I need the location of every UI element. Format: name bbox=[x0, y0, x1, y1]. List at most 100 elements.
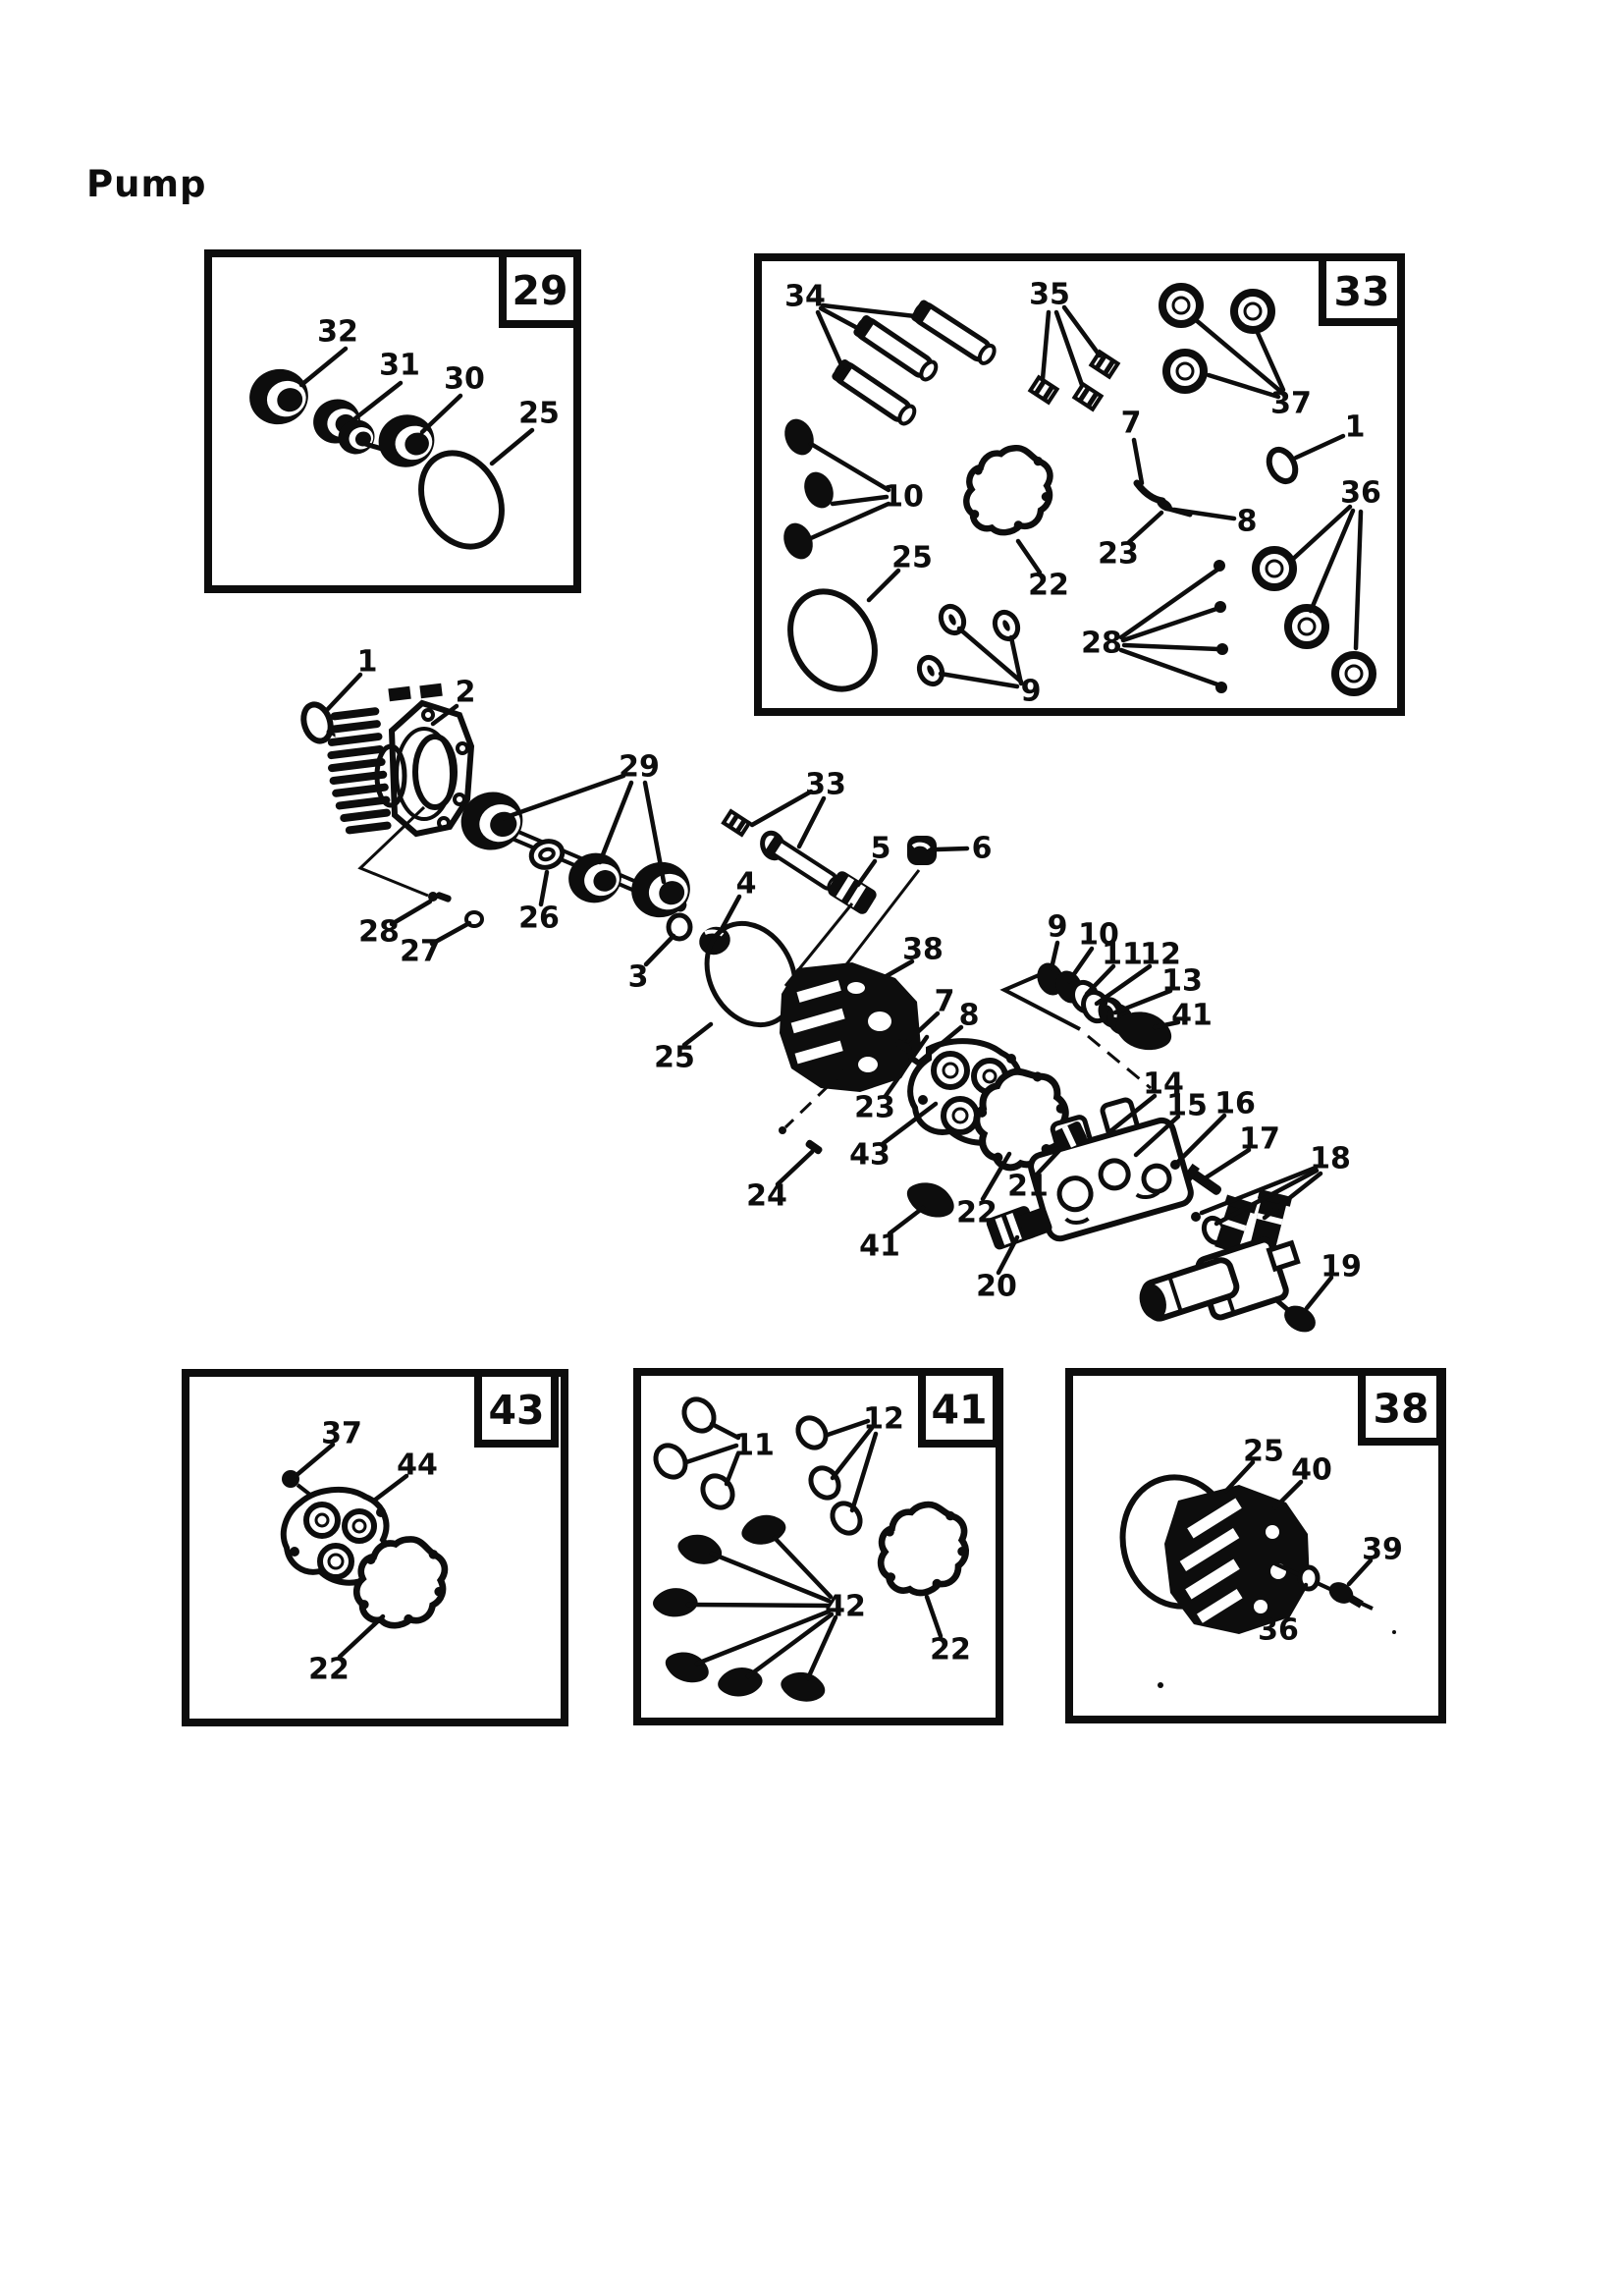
leader-line bbox=[1040, 309, 1052, 382]
leader-line bbox=[1112, 988, 1173, 1015]
leader-line bbox=[775, 1149, 815, 1187]
leader-line bbox=[419, 393, 463, 435]
plug-19-stem bbox=[1272, 1296, 1290, 1312]
axis-line-6 bbox=[838, 869, 921, 973]
valve-assembly-44 bbox=[280, 1486, 391, 1586]
leader-line bbox=[1120, 606, 1219, 643]
leader-line bbox=[489, 427, 535, 466]
leader-line bbox=[772, 1535, 834, 1600]
part-number-callout: 13 bbox=[1161, 964, 1203, 999]
leader-line bbox=[825, 1418, 871, 1438]
plunger-disc-10a bbox=[784, 418, 814, 456]
leader-line bbox=[1272, 1479, 1304, 1510]
leader-line bbox=[1214, 1168, 1320, 1227]
leader-line bbox=[642, 780, 667, 885]
leader-line bbox=[881, 1101, 939, 1146]
leader-line bbox=[1118, 647, 1220, 687]
leader-line bbox=[905, 1011, 941, 1044]
leader-line bbox=[293, 1442, 336, 1479]
plunger-disc-10b bbox=[804, 471, 834, 509]
leader-line bbox=[924, 1594, 944, 1639]
leader-line bbox=[643, 933, 676, 967]
o-ring-25-box29 bbox=[418, 450, 505, 550]
relief-valve-19-assembly bbox=[1139, 1188, 1316, 1333]
leader-line bbox=[918, 1024, 964, 1064]
leader-line bbox=[996, 1234, 1020, 1276]
leader-line bbox=[808, 441, 891, 493]
leader-line bbox=[1353, 509, 1364, 651]
leader-line bbox=[934, 846, 970, 852]
leader-line bbox=[805, 1614, 838, 1681]
part-number-callout: 27 bbox=[400, 935, 441, 969]
leader-line bbox=[866, 568, 901, 603]
leader-line bbox=[1346, 1558, 1374, 1587]
leader-line bbox=[1199, 1165, 1319, 1216]
leader-line bbox=[1008, 634, 1024, 686]
leader-line bbox=[1288, 504, 1353, 564]
leader-line bbox=[324, 672, 363, 713]
leader-line bbox=[1192, 316, 1284, 395]
leader-line bbox=[1262, 1171, 1323, 1221]
part-number-callout: 42 bbox=[825, 1590, 866, 1624]
part-number-callout: 22 bbox=[308, 1653, 350, 1687]
ball-24 bbox=[779, 1126, 786, 1134]
part-number-callout: 11 bbox=[733, 1429, 775, 1463]
part-number-callout: 23 bbox=[854, 1091, 895, 1125]
leader-line bbox=[709, 1421, 741, 1441]
part-number-callout: 22 bbox=[956, 1196, 998, 1230]
leader-line bbox=[883, 1034, 930, 1099]
fitting-21 bbox=[1053, 1121, 1087, 1151]
leader-line bbox=[815, 309, 845, 370]
leader-line bbox=[849, 1431, 879, 1513]
inset-box-number-tab bbox=[499, 249, 581, 328]
leader-line bbox=[1121, 642, 1221, 652]
part-number-callout: 18 bbox=[1310, 1142, 1351, 1176]
inset-box-number-tab bbox=[1319, 253, 1405, 326]
axis-dash-manifold bbox=[1087, 1034, 1152, 1090]
part-number-callout: 19 bbox=[1321, 1250, 1362, 1285]
part-number-callout: 1 bbox=[357, 645, 378, 680]
leader-line bbox=[501, 773, 626, 821]
leader-line bbox=[938, 671, 1020, 689]
part-number-callout: 16 bbox=[1214, 1087, 1256, 1121]
page-title: Pump bbox=[86, 163, 207, 205]
leader-line bbox=[538, 869, 550, 907]
part-number-callout: 14 bbox=[1143, 1067, 1184, 1102]
inset-box-number-tab bbox=[1358, 1368, 1444, 1446]
part-number-callout: 33 bbox=[805, 768, 846, 802]
part-number-callout: 9 bbox=[1048, 910, 1068, 945]
part-number-callout: 24 bbox=[746, 1179, 787, 1214]
part-number-callout: 10 bbox=[1078, 918, 1119, 953]
o-ring-36-box38 bbox=[1297, 1564, 1321, 1592]
crankcase-2 bbox=[327, 683, 475, 847]
inset-43-art bbox=[280, 1470, 457, 1638]
part-number-callout: 22 bbox=[930, 1633, 971, 1667]
fitting-5 bbox=[828, 871, 877, 914]
inset-box-number-tab bbox=[474, 1369, 559, 1448]
stud-17 bbox=[1183, 1163, 1222, 1195]
leader-line bbox=[681, 1021, 714, 1048]
part-number-callout: 21 bbox=[1007, 1170, 1049, 1204]
ball-18 bbox=[1191, 1212, 1201, 1222]
part-number-callout: 40 bbox=[1291, 1453, 1332, 1488]
inset-29-art bbox=[243, 362, 505, 550]
part-number-callout: 30 bbox=[444, 362, 485, 397]
leader-line bbox=[1255, 330, 1286, 393]
leader-line bbox=[724, 1450, 741, 1487]
leader-line bbox=[1094, 963, 1153, 1007]
part-number-callout: 43 bbox=[849, 1138, 890, 1173]
part-number-callout: 36 bbox=[1258, 1613, 1299, 1648]
leader-line bbox=[1126, 510, 1164, 545]
leader-line bbox=[597, 780, 634, 865]
leader-line bbox=[1304, 1275, 1334, 1311]
plug-19 bbox=[1284, 1305, 1316, 1333]
part-number-callout: 12 bbox=[1140, 938, 1181, 972]
part-number-callout: 2 bbox=[456, 676, 476, 710]
part-number-callout: 25 bbox=[1243, 1435, 1284, 1469]
part-number-callout: 28 bbox=[358, 915, 400, 950]
pin-24 bbox=[805, 1139, 823, 1155]
inset-box-number: 33 bbox=[1333, 268, 1389, 315]
washer-27 bbox=[464, 910, 484, 928]
